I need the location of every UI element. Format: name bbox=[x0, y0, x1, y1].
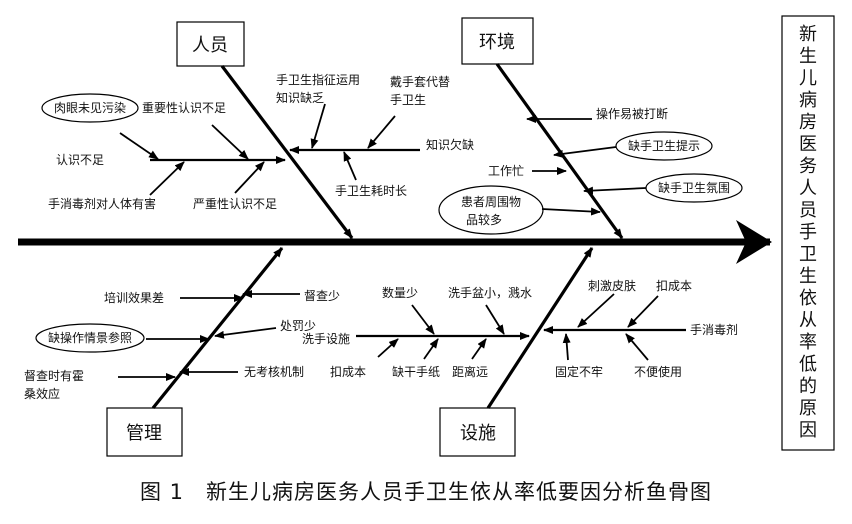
no-atmosphere-ellipse bbox=[645, 173, 743, 203]
category-box-management: 管理 bbox=[106, 407, 183, 457]
arrow-time-long bbox=[343, 151, 357, 181]
label-knowledge-lack: 知识欠缺 bbox=[426, 137, 474, 152]
label-indication-line1: 手卫生指征运用 bbox=[276, 72, 360, 87]
arrow-towels bbox=[423, 338, 439, 360]
label-distance-far: 距离远 bbox=[452, 364, 488, 379]
no-reminder-ellipse bbox=[615, 131, 713, 161]
label-busy: 工作忙 bbox=[488, 164, 524, 178]
label-quantity-low: 数量少 bbox=[382, 285, 418, 300]
label-no-assessment: 无考核机制 bbox=[244, 365, 304, 379]
arrow-importance bbox=[211, 124, 249, 160]
arrow-sink bbox=[485, 304, 505, 335]
label-awareness-low: 认识不足 bbox=[56, 153, 104, 167]
label-hawthorne-line2: 桑效应 bbox=[24, 386, 60, 401]
label-supervision-low: 督查少 bbox=[304, 288, 340, 303]
label-lack-towels: 缺干手纸 bbox=[392, 364, 440, 379]
arrow-no-atmosphere bbox=[583, 186, 647, 195]
category-label-facilities: 设施 bbox=[460, 423, 496, 444]
arrow-items bbox=[541, 207, 601, 216]
label-hawthorne-line1: 督查时有霍 bbox=[24, 368, 84, 383]
effect-label: 新生儿病房医务人员手卫生依从率低的原因 bbox=[799, 24, 817, 441]
label-sink-line1: 洗手盆小，溅水 bbox=[448, 285, 532, 300]
bone-management bbox=[151, 246, 284, 410]
effect-box: 新生儿病房医务人员手卫生依从率低的原因 bbox=[781, 15, 835, 451]
label-inconvenient: 不便使用 bbox=[634, 364, 682, 379]
label-not-fixed: 固定不牢 bbox=[555, 364, 603, 379]
category-label-environment: 环境 bbox=[479, 32, 515, 53]
arrow-not-fixed bbox=[562, 333, 571, 361]
label-items-line1: 患者周围物 bbox=[461, 195, 521, 209]
category-box-personnel: 人员 bbox=[176, 21, 245, 67]
label-skin-irritation: 刺激皮肤 bbox=[588, 278, 636, 293]
label-handwash-facility: 洗手设施 bbox=[302, 332, 350, 346]
label-cost-deduct-1: 扣成本 bbox=[330, 365, 366, 379]
label-gloves-line1: 戴手套代替 bbox=[390, 74, 450, 89]
arrow-quantity bbox=[411, 304, 435, 335]
label-disinfectant-harmful: 手消毒剂对人体有害 bbox=[48, 196, 156, 211]
bone-facilities bbox=[486, 247, 594, 409]
category-box-environment: 环境 bbox=[461, 17, 534, 65]
arrow-awareness-low bbox=[119, 132, 159, 160]
label-indication-line2: 知识缺乏 bbox=[276, 90, 324, 105]
arrow-gloves bbox=[367, 115, 396, 149]
arrow-skin bbox=[577, 293, 615, 328]
arrow-cost-2 bbox=[627, 295, 659, 328]
bone-environment bbox=[495, 63, 624, 239]
label-gloves-line2: 手卫生 bbox=[390, 93, 426, 107]
arrow-distance bbox=[471, 338, 487, 360]
items-ellipse bbox=[438, 185, 544, 235]
label-punishment-low: 处罚少 bbox=[280, 319, 316, 333]
figure-caption: 图 1 新生儿病房医务人员手卫生依从率低要因分析鱼骨图 bbox=[140, 480, 712, 504]
label-interrupted: 操作易被打断 bbox=[596, 106, 668, 121]
category-label-personnel: 人员 bbox=[192, 35, 228, 56]
arrow-cost-1 bbox=[377, 338, 399, 358]
visible-dirt-ellipse bbox=[41, 93, 139, 123]
label-visible-dirt: 肉眼未见污染 bbox=[54, 100, 126, 115]
arrow-indication bbox=[310, 103, 326, 149]
arrow-punishment bbox=[214, 327, 277, 339]
bone-personnel bbox=[220, 65, 354, 239]
label-no-scenario-ref: 缺操作情景参照 bbox=[48, 330, 132, 345]
label-items-line2: 品较多 bbox=[466, 212, 502, 227]
label-cost-deduct-2: 扣成本 bbox=[656, 279, 692, 293]
label-hand-disinfectant: 手消毒剂 bbox=[690, 322, 738, 337]
label-time-long: 手卫生耗时长 bbox=[335, 184, 407, 198]
scenario-ellipse bbox=[35, 323, 145, 353]
label-severity-unaware: 严重性认识不足 bbox=[193, 197, 277, 211]
label-no-atmosphere: 缺手卫生氛围 bbox=[658, 180, 730, 195]
category-box-facilities: 设施 bbox=[439, 407, 516, 457]
arrow-severity bbox=[234, 161, 265, 194]
arrow-inconvenient bbox=[625, 333, 649, 361]
label-importance-unaware: 重要性认识不足 bbox=[142, 101, 226, 115]
label-no-reminder: 缺手卫生提示 bbox=[628, 138, 700, 153]
arrow-disinfectant-harm bbox=[149, 161, 185, 196]
category-label-management: 管理 bbox=[126, 423, 162, 444]
arrow-no-reminder bbox=[553, 146, 617, 158]
label-training-poor: 培训效果差 bbox=[104, 290, 164, 305]
